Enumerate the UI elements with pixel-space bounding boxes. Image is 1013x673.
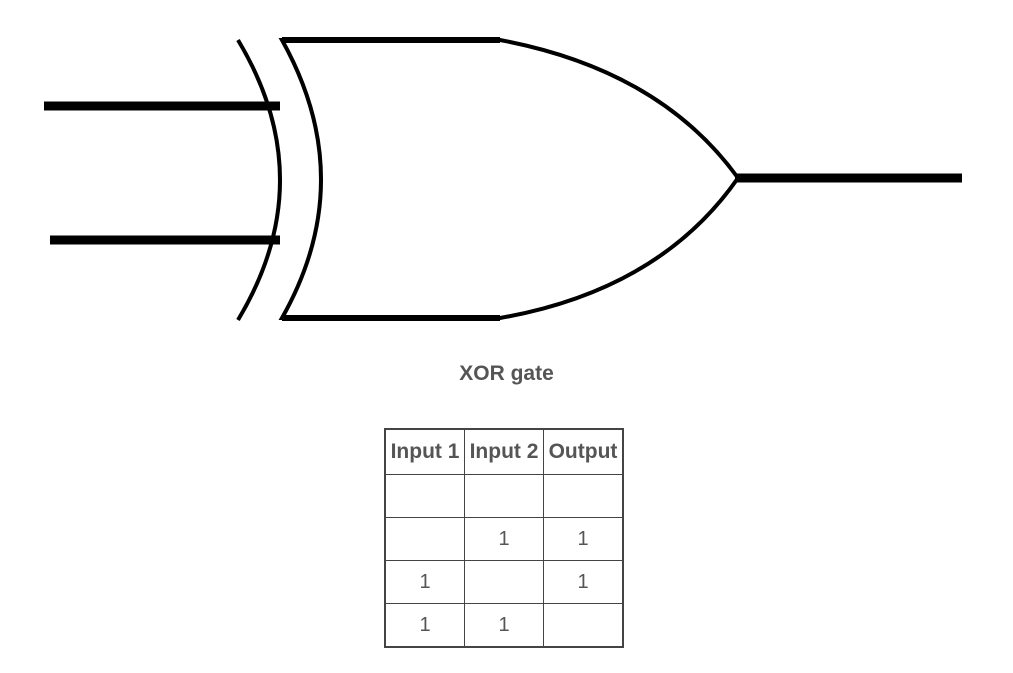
truth-table: Input 1 Input 2 Output 1 1 1 1 1 1 xyxy=(384,428,624,648)
table-cell xyxy=(464,560,544,604)
table-cell: 1 xyxy=(464,517,544,561)
table-row: 1 1 xyxy=(384,603,624,648)
header-input-2: Input 2 xyxy=(464,428,544,475)
header-input-1: Input 1 xyxy=(384,428,465,475)
table-row: 1 1 xyxy=(384,560,624,604)
table-row: 1 1 xyxy=(384,517,624,561)
table-cell xyxy=(464,474,544,518)
table-cell: 1 xyxy=(384,560,465,604)
table-cell: 1 xyxy=(464,603,544,648)
gate-body-outline xyxy=(278,38,741,320)
table-cell xyxy=(384,517,465,561)
table-cell xyxy=(384,474,465,518)
gate-caption: XOR gate xyxy=(459,362,554,385)
table-cell: 1 xyxy=(543,560,624,604)
table-cell xyxy=(543,603,624,648)
xor-gate-symbol xyxy=(44,37,962,322)
header-output: Output xyxy=(543,428,624,475)
table-cell: 1 xyxy=(543,517,624,561)
table-cell xyxy=(543,474,624,518)
table-cell: 1 xyxy=(384,603,465,648)
xor-input-curve xyxy=(236,38,282,322)
table-row xyxy=(384,474,624,518)
table-header-row: Input 1 Input 2 Output xyxy=(384,428,624,475)
